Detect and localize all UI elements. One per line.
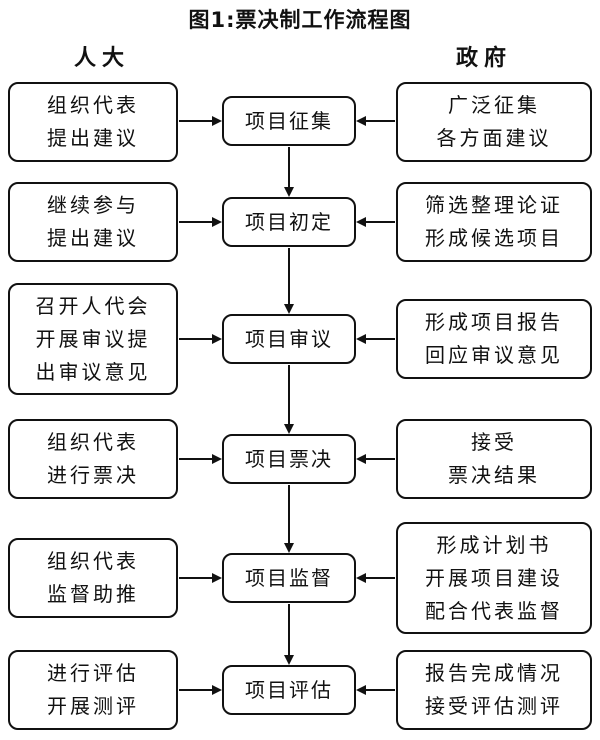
center-step-6: 项目评估 [222,665,356,715]
left-step-2-line-1: 继续参与 [47,193,139,217]
left-step-3: 召开人代会 开展审议提 出审议意见 [8,283,178,395]
right-step-4-line-1: 接受 [471,430,517,454]
left-step-2: 继续参与 提出建议 [8,182,178,262]
right-step-4-line-2: 票决结果 [448,463,540,487]
left-step-4-line-2: 进行票决 [47,463,139,487]
center-step-4: 项目票决 [222,434,356,484]
left-step-3-line-2: 开展审议提 [35,326,151,351]
left-step-2-line-2: 提出建议 [47,226,139,250]
right-step-1: 广泛征集 各方面建议 [396,82,592,162]
right-step-5-line-1: 形成计划书 [436,532,552,557]
diagram-title: 图1:票决制工作流程图 [188,8,412,32]
left-step-4-line-1: 组织代表 [47,430,139,454]
right-step-2-line-1: 筛选整理论证 [425,193,563,217]
center-step-5: 项目监督 [222,553,356,603]
column-header-right: 政府 [456,46,513,71]
left-step-3-line-1: 召开人代会 [35,293,151,318]
right-step-1-line-1: 广泛征集 [448,93,540,117]
left-step-5-line-2: 监督助推 [47,582,139,606]
left-step-6: 进行评估 开展测评 [8,650,178,730]
right-step-6-line-1: 报告完成情况 [425,661,563,685]
right-step-6-line-2: 接受评估测评 [425,694,563,718]
right-step-6: 报告完成情况 接受评估测评 [396,650,592,730]
right-step-5-line-3: 配合代表监督 [425,598,563,623]
left-step-6-line-2: 开展测评 [47,694,139,718]
right-step-3: 形成项目报告 回应审议意见 [396,299,592,379]
left-step-5: 组织代表 监督助推 [8,538,178,618]
left-step-1-line-2: 提出建议 [47,126,139,150]
center-step-2: 项目初定 [222,197,356,247]
left-step-1: 组织代表 提出建议 [8,82,178,162]
center-step-3: 项目审议 [222,314,356,364]
right-step-4: 接受 票决结果 [396,419,592,499]
left-step-3-line-3: 出审议意见 [35,359,151,384]
left-step-5-line-1: 组织代表 [47,549,139,573]
left-step-6-line-1: 进行评估 [47,661,139,685]
left-step-4: 组织代表 进行票决 [8,419,178,499]
center-step-1: 项目征集 [222,96,356,146]
right-step-1-line-2: 各方面建议 [436,126,552,150]
right-step-5: 形成计划书 开展项目建设 配合代表监督 [396,522,592,634]
column-header-left: 人大 [74,46,131,71]
right-step-2-line-2: 形成候选项目 [425,226,563,250]
right-step-2: 筛选整理论证 形成候选项目 [396,182,592,262]
left-step-1-line-1: 组织代表 [47,93,139,117]
right-step-5-line-2: 开展项目建设 [425,565,563,590]
right-step-3-line-2: 回应审议意见 [425,343,563,367]
right-step-3-line-1: 形成项目报告 [425,310,563,334]
